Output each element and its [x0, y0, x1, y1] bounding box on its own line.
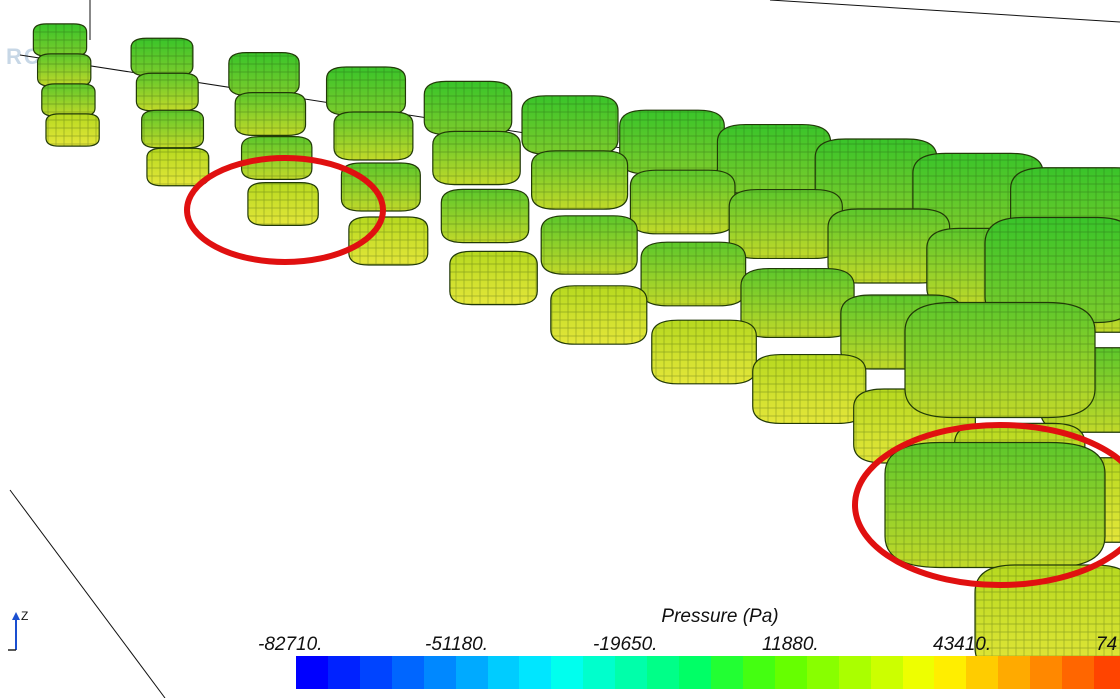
- particle-mesh: [905, 302, 1095, 418]
- particle-mesh: [228, 52, 300, 96]
- particle-mesh: [541, 215, 638, 275]
- particle-mesh: [717, 124, 831, 194]
- svg-text:Z: Z: [21, 609, 28, 623]
- particle-mesh: [729, 189, 843, 259]
- colorbar-swatch: [998, 656, 1031, 689]
- legend-tick: 43410.: [933, 634, 992, 655]
- colorbar-swatch: [934, 656, 967, 689]
- legend-tick: -51180.: [425, 634, 489, 655]
- particle-stack: [32, 23, 1120, 676]
- colorbar-swatch: [487, 656, 520, 689]
- particle-mesh: [441, 189, 529, 243]
- colorbar-swatch: [870, 656, 903, 689]
- particle-mesh: [752, 354, 866, 424]
- colorbar-swatch: [1030, 656, 1063, 689]
- particle-mesh: [975, 565, 1120, 675]
- colorbar-swatch: [391, 656, 424, 689]
- legend-title: Pressure (Pa): [661, 606, 779, 627]
- colorbar-swatch: [359, 656, 392, 689]
- colorbar-swatch: [838, 656, 871, 689]
- colorbar-swatch: [647, 656, 680, 689]
- colorbar-swatch: [519, 656, 552, 689]
- colorbar-swatch: [615, 656, 648, 689]
- particle-mesh: [531, 150, 628, 210]
- particle-mesh: [235, 92, 306, 136]
- colorbar-swatch: [1062, 656, 1095, 689]
- particle-mesh: [522, 95, 618, 155]
- colorbar-swatch: [423, 656, 456, 689]
- axis-triad: Z: [6, 608, 36, 654]
- particle-mesh: [619, 110, 725, 174]
- particle-mesh: [333, 112, 413, 160]
- legend-tick: -82710.: [258, 634, 323, 655]
- particle-mesh: [828, 208, 950, 284]
- legend-tick: 74: [1096, 634, 1118, 655]
- particle-mesh: [630, 170, 735, 234]
- particle-mesh: [146, 148, 209, 186]
- colorbar-swatch: [966, 656, 999, 689]
- colorbar-swatch: [774, 656, 807, 689]
- colorbar-swatch: [455, 656, 488, 689]
- particle-mesh: [45, 113, 100, 147]
- colorbar-swatch: [551, 656, 584, 689]
- particle-mesh: [348, 217, 428, 265]
- highlight-ellipse-right: [852, 422, 1120, 588]
- particle-mesh: [41, 83, 96, 117]
- colorbar-swatch: [902, 656, 935, 689]
- particle-mesh: [550, 285, 647, 345]
- particle-mesh: [641, 242, 746, 306]
- particle-mesh: [432, 131, 521, 185]
- colorbar-swatch: [296, 656, 328, 689]
- colorbar-swatch: [327, 656, 360, 689]
- particle-mesh: [449, 251, 538, 305]
- legend-tick: 11880.: [762, 634, 819, 655]
- particle-mesh: [985, 217, 1120, 323]
- colorbar-swatch: [1094, 656, 1120, 689]
- pressure-colorbar: [296, 656, 1120, 689]
- highlight-ellipse-left: [184, 155, 386, 265]
- particle-mesh: [247, 182, 319, 226]
- particle-mesh: [326, 67, 406, 115]
- colorbar-swatch: [710, 656, 743, 689]
- colorbar-swatch: [806, 656, 839, 689]
- colorbar-swatch: [679, 656, 711, 689]
- particle-mesh: [33, 23, 87, 57]
- particle-mesh: [136, 73, 199, 111]
- particle-mesh: [651, 320, 757, 384]
- particle-mesh: [424, 81, 512, 135]
- colorbar-swatch: [742, 656, 775, 689]
- colorbar-swatch: [583, 656, 616, 689]
- particle-mesh: [37, 53, 91, 87]
- particle-mesh: [131, 38, 193, 76]
- particle-mesh: [815, 138, 937, 214]
- particle-mesh: [740, 268, 855, 338]
- legend-tick: -19650.: [593, 634, 658, 655]
- particle-mesh: [885, 442, 1105, 568]
- particle-mesh: [141, 110, 204, 148]
